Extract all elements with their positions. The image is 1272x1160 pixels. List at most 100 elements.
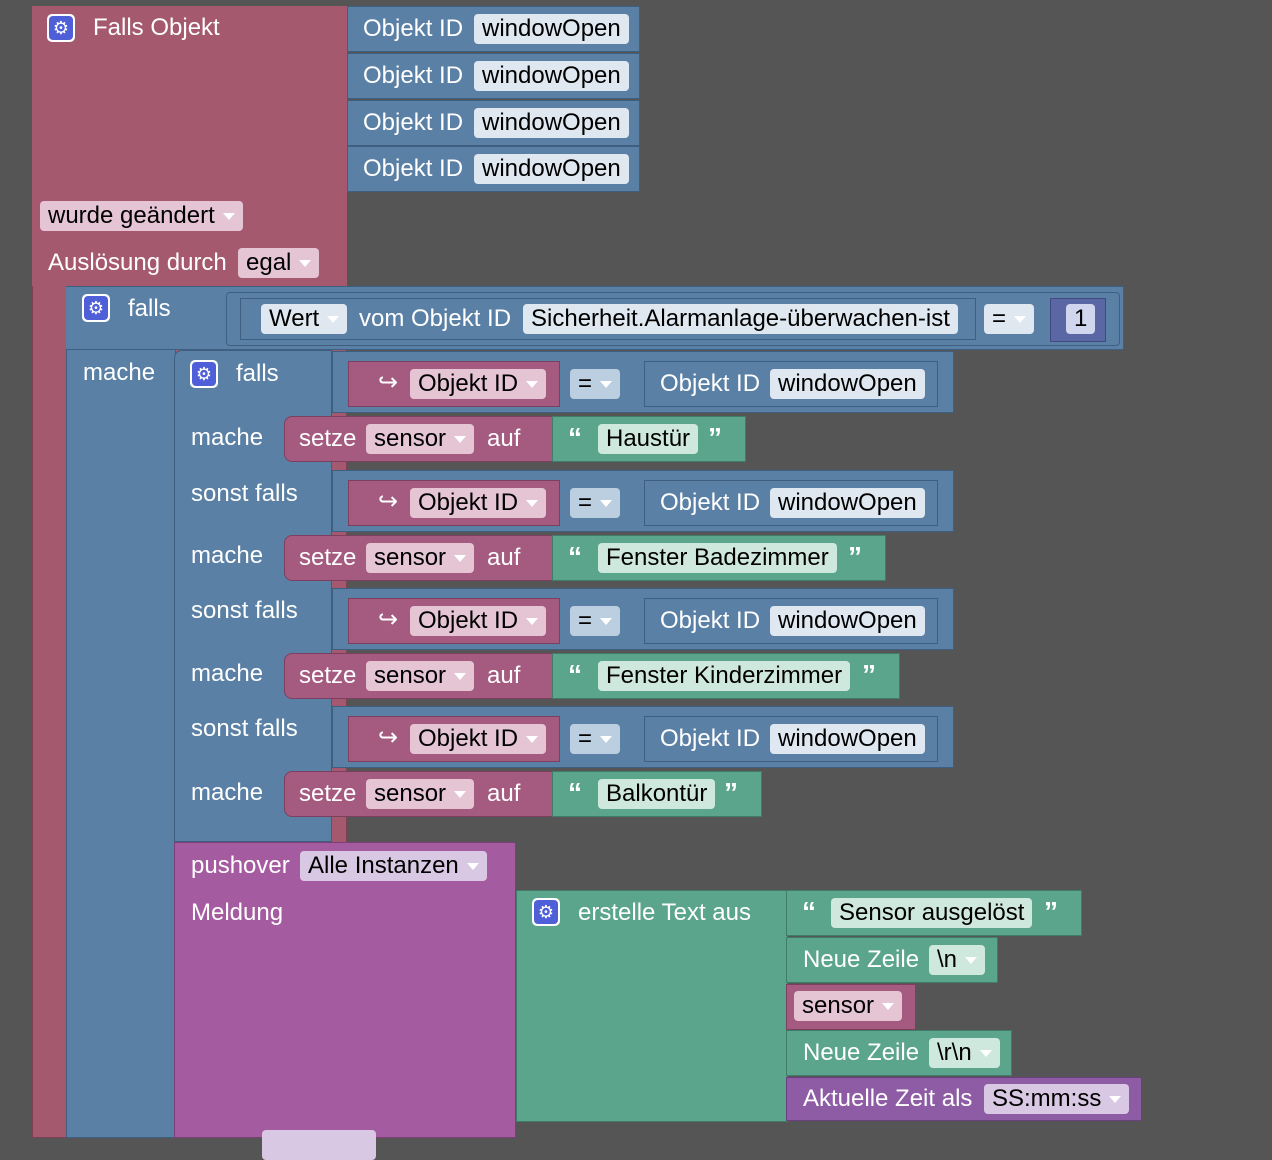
chevron-down-icon <box>965 957 978 965</box>
chevron-down-icon <box>454 555 467 563</box>
quote-open-icon: “ <box>568 659 582 690</box>
compare-op-label: = <box>578 607 593 634</box>
trigger-dropdown[interactable]: egal <box>238 248 320 278</box>
quote-open-icon: “ <box>568 422 582 453</box>
auf-label: auf <box>487 662 521 689</box>
compare-op-dropdown[interactable]: = <box>570 369 621 399</box>
compare-op-label: = <box>578 489 593 516</box>
mache-label: mache <box>191 424 264 451</box>
trigger-obj-label: Objekt ID <box>418 607 519 634</box>
var-dropdown-label: sensor <box>374 425 447 452</box>
sonst-falls-label: sonst falls <box>191 480 298 507</box>
chevron-down-icon <box>526 381 539 389</box>
chevron-down-icon <box>600 381 613 389</box>
sensor-var-label: sensor <box>802 992 875 1019</box>
var-dropdown[interactable]: sensor <box>366 424 475 454</box>
gear-icon[interactable]: ⚙ <box>82 294 110 322</box>
var-dropdown-label: sensor <box>374 662 447 689</box>
pushover-block[interactable] <box>174 842 516 1138</box>
text-field-4[interactable]: Balkontür <box>598 779 716 809</box>
chevron-down-icon <box>600 618 613 626</box>
var-dropdown-label: sensor <box>374 544 447 571</box>
time-format-dropdown[interactable]: SS:mm:ss <box>984 1084 1130 1114</box>
object-id-label: Objekt ID <box>363 155 464 182</box>
setze-label: setze <box>299 662 357 689</box>
create-text-block[interactable] <box>516 890 788 1122</box>
number-field[interactable]: 1 <box>1066 304 1096 334</box>
compare-op-dropdown[interactable]: = <box>570 606 621 636</box>
trigger-obj-dropdown[interactable]: Objekt ID <box>410 606 547 636</box>
instances-dropdown[interactable]: Alle Instanzen <box>300 851 487 881</box>
object-id-field[interactable]: windowOpen <box>770 606 925 636</box>
trigger-arrow-icon: ↪ <box>378 724 399 751</box>
gear-icon[interactable]: ⚙ <box>47 14 75 42</box>
chevron-down-icon <box>526 500 539 508</box>
chevron-down-icon <box>526 736 539 744</box>
wert-dropdown[interactable]: Wert <box>261 304 348 334</box>
changed-dropdown[interactable]: wurde geändert <box>40 201 243 231</box>
var-dropdown[interactable]: sensor <box>366 779 475 809</box>
object-id-field-1[interactable]: windowOpen <box>474 14 629 44</box>
chevron-down-icon <box>600 500 613 508</box>
trigger-dropdown-label: egal <box>246 249 292 276</box>
object-id-field[interactable]: windowOpen <box>770 488 925 518</box>
trigger-obj-dropdown[interactable]: Objekt ID <box>410 369 547 399</box>
compare-op-dropdown[interactable]: = <box>984 304 1035 334</box>
chevron-down-icon <box>454 673 467 681</box>
var-dropdown[interactable]: sensor <box>366 543 475 573</box>
quote-close-icon: ” <box>708 422 722 453</box>
compare-op-label: = <box>578 725 593 752</box>
trigger-obj-label: Objekt ID <box>418 370 519 397</box>
object-id-label: Objekt ID <box>363 15 464 42</box>
newline-dropdown-2[interactable]: \r\n <box>929 1038 1000 1068</box>
trigger-arrow-icon: ↪ <box>378 369 399 396</box>
trigger-obj-dropdown[interactable]: Objekt ID <box>410 488 547 518</box>
trigger-obj-label: Objekt ID <box>418 489 519 516</box>
newline-label: Neue Zeile <box>803 1039 920 1066</box>
text-field-2[interactable]: Fenster Badezimmer <box>598 543 837 573</box>
trigger-arrow-icon: ↪ <box>378 488 399 515</box>
setze-label: setze <box>299 544 357 571</box>
mache-label: mache <box>191 660 264 687</box>
compare-op-dropdown[interactable]: = <box>570 724 621 754</box>
auf-label: auf <box>487 425 521 452</box>
object-id-field-4[interactable]: windowOpen <box>474 154 629 184</box>
compare-op-dropdown[interactable]: = <box>570 488 621 518</box>
trigger-label: Auslösung durch <box>48 249 227 276</box>
trigger-obj-dropdown[interactable]: Objekt ID <box>410 724 547 754</box>
text-field-3[interactable]: Fenster Kinderzimmer <box>598 661 851 691</box>
meldung-label: Meldung <box>191 899 284 926</box>
object-id-field[interactable]: windowOpen <box>770 724 925 754</box>
sensor-var-dropdown[interactable]: sensor <box>794 991 903 1021</box>
setze-label: setze <box>299 780 357 807</box>
gear-icon[interactable]: ⚙ <box>190 360 218 388</box>
outer-if-label: falls <box>128 295 171 322</box>
object-id-field[interactable]: windowOpen <box>770 369 925 399</box>
object-id-field-2[interactable]: windowOpen <box>474 61 629 91</box>
chevron-down-icon <box>600 736 613 744</box>
var-dropdown-label: sensor <box>374 780 447 807</box>
vom-objekt-label: vom Objekt ID <box>359 305 512 332</box>
compare-op-label: = <box>992 305 1007 332</box>
event-title: Falls Objekt <box>93 14 220 41</box>
chevron-down-icon <box>327 316 340 324</box>
text-field-1[interactable]: Haustür <box>598 424 699 454</box>
quote-close-icon: ” <box>724 777 738 808</box>
auf-label: auf <box>487 780 521 807</box>
alarm-object-field[interactable]: Sicherheit.Alarmanlage-überwachen-ist <box>523 304 958 334</box>
changed-dropdown-label: wurde geändert <box>48 202 215 229</box>
chevron-down-icon <box>882 1003 895 1011</box>
pushover-label: pushover <box>191 852 290 879</box>
trigger-arrow-icon: ↪ <box>378 606 399 633</box>
object-id-label: Objekt ID <box>660 370 761 397</box>
sonst-falls-label: sonst falls <box>191 715 298 742</box>
gear-icon[interactable]: ⚙ <box>532 898 560 926</box>
var-dropdown[interactable]: sensor <box>366 661 475 691</box>
truncated-field[interactable] <box>262 1130 376 1160</box>
text-part-1-field[interactable]: Sensor ausgelöst <box>831 898 1033 928</box>
newline-dropdown-1[interactable]: \n <box>929 945 986 975</box>
chevron-down-icon <box>454 791 467 799</box>
object-id-field-3[interactable]: windowOpen <box>474 108 629 138</box>
outer-if-block[interactable] <box>66 286 176 1138</box>
compare-op-label: = <box>578 370 593 397</box>
